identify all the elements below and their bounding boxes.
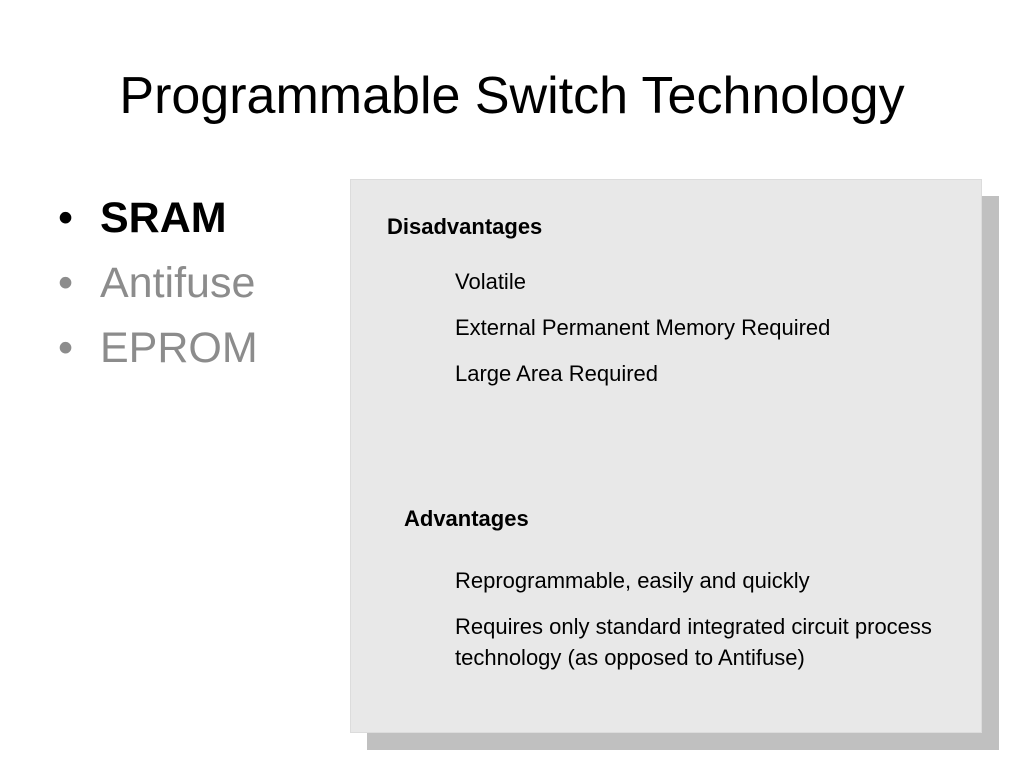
bullet-antifuse: • Antifuse: [58, 251, 258, 316]
disadvantage-item: Large Area Required: [455, 361, 659, 386]
advantages-heading: Advantages: [404, 506, 529, 531]
sram-details-panel: Disadvantages Volatile External Permanen…: [350, 179, 982, 733]
disadvantage-item: Volatile: [455, 269, 526, 294]
technology-list: • SRAM • Antifuse • EPROM: [58, 186, 258, 381]
bullet-eprom: • EPROM: [58, 316, 258, 381]
disadvantages-heading: Disadvantages: [387, 214, 543, 239]
bullet-dot-icon: •: [58, 194, 74, 242]
disadvantages-list: Volatile External Permanent Memory Requi…: [455, 266, 945, 404]
advantage-item: Requires only standard integrated circui…: [455, 614, 932, 670]
advantages-list: Reprogrammable, easily and quickly Requi…: [455, 565, 945, 688]
slide-title: Programmable Switch Technology: [119, 67, 905, 125]
disadvantage-item: External Permanent Memory Required: [455, 315, 831, 340]
bullet-dot-icon: •: [58, 324, 74, 372]
advantage-item: Reprogrammable, easily and quickly: [455, 568, 810, 593]
bullet-label: SRAM: [100, 194, 227, 242]
bullet-sram: • SRAM: [58, 186, 258, 251]
bullet-dot-icon: •: [58, 259, 74, 307]
bullet-label: Antifuse: [100, 259, 256, 307]
bullet-label: EPROM: [100, 324, 258, 372]
